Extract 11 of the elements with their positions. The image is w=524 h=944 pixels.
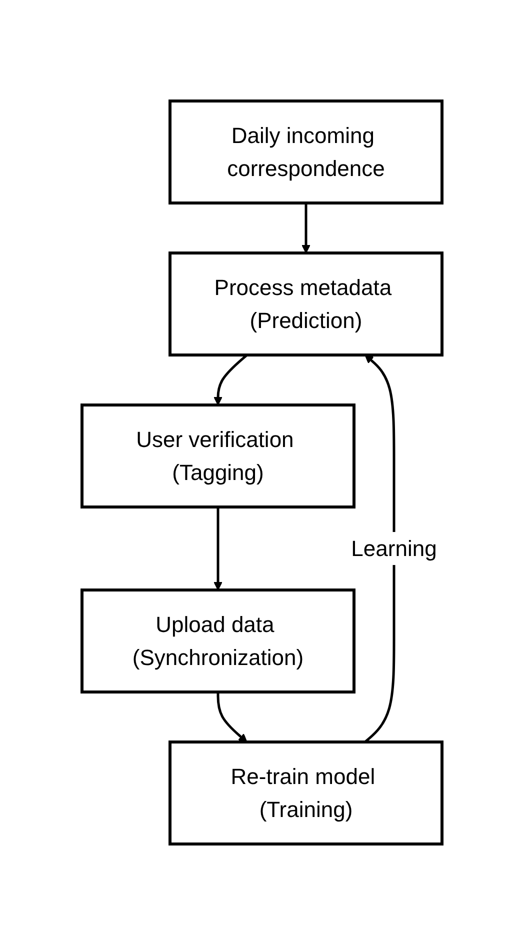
node-box: Daily incoming correspondence [168, 99, 444, 204]
arrow [214, 506, 222, 590]
arrow [364, 354, 396, 742]
node-box: Re-train model (Training) [168, 740, 444, 845]
node-box: Process metadata (Prediction) [168, 251, 444, 356]
edge-label: Learning [351, 536, 437, 560]
arrow [302, 202, 310, 253]
arrow [214, 354, 248, 405]
node-box: User verification (Tagging) [80, 403, 356, 508]
node-box: Upload data (Synchronization) [80, 588, 356, 693]
arrow [216, 692, 248, 742]
